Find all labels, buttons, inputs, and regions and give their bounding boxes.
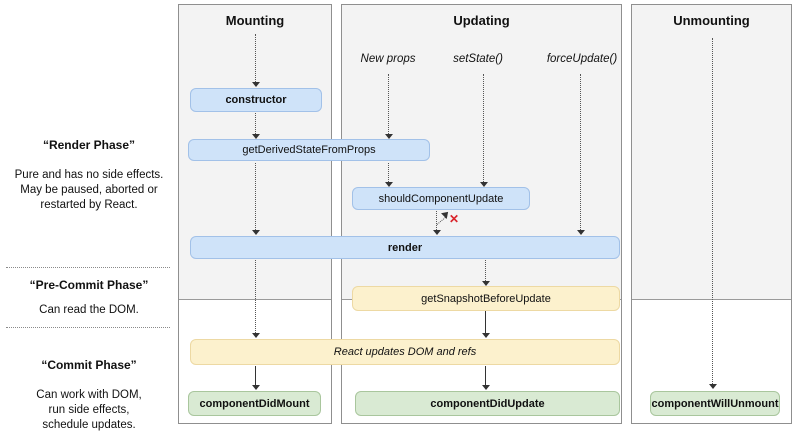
arrow-render-to-reactupdates-mounting — [251, 260, 260, 338]
component-did-mount-box[interactable]: componentDidMount — [188, 391, 321, 416]
render-phase-line-1: Pure and has no side effects. — [14, 169, 164, 181]
component-did-update-box[interactable]: componentDidUpdate — [355, 391, 620, 416]
arrow-reactupdates-to-cdu — [481, 366, 490, 390]
trigger-force-update: forceUpdate() — [546, 53, 618, 65]
trigger-new-props: New props — [360, 53, 416, 65]
render-box[interactable]: render — [190, 236, 620, 259]
arrow-unmounting-to-cwu — [708, 38, 717, 389]
constructor-box[interactable]: constructor — [190, 88, 322, 112]
arrow-mounting-to-constructor — [251, 34, 260, 87]
arrow-constructor-to-gdsfp — [251, 113, 260, 139]
arrow-setstate-to-scu — [479, 74, 488, 187]
arrow-gsbu-to-reactupdates — [481, 311, 490, 338]
get-snapshot-before-update-box[interactable]: getSnapshotBeforeUpdate — [352, 286, 620, 311]
column-header-updating: Updating — [453, 13, 510, 28]
should-component-update-box[interactable]: shouldComponentUpdate — [352, 187, 530, 210]
react-updates-dom-box: React updates DOM and refs — [190, 339, 620, 365]
column-header-mounting: Mounting — [225, 13, 285, 28]
pre-commit-phase-title: “Pre-Commit Phase” — [29, 278, 149, 292]
pre-commit-phase-description: Can read the DOM. — [39, 304, 139, 316]
commit-phase-description: Can work with DOM, run side effects, sch… — [0, 388, 178, 433]
trigger-set-state: setState() — [453, 53, 503, 65]
render-phase-description: Pure and has no side effects. May be pau… — [0, 168, 178, 213]
arrow-scu-to-render — [432, 211, 441, 235]
get-derived-state-from-props-box[interactable]: getDerivedStateFromProps — [188, 139, 430, 161]
arrow-reactupdates-to-cdm — [251, 366, 260, 390]
render-phase-title: “Render Phase” — [42, 138, 136, 152]
phase-divider — [6, 267, 170, 268]
unmounting-column: Unmounting — [631, 4, 792, 424]
render-phase-line-3: restarted by React. — [40, 199, 138, 211]
commit-phase-line-1: Can work with DOM, — [36, 389, 142, 401]
column-header-unmounting: Unmounting — [673, 13, 750, 28]
commit-phase-line-3: schedule updates. — [42, 419, 136, 431]
commit-phase-line-2: run side effects, — [48, 404, 130, 416]
arrow-gdsfp-to-scu — [384, 163, 393, 187]
arrow-render-to-gsbu — [481, 260, 490, 286]
arrow-gdsfp-to-render-mounting — [251, 163, 260, 235]
cancel-x-icon: ✕ — [449, 212, 460, 226]
render-phase-line-2: May be paused, aborted or — [20, 184, 158, 196]
arrow-newprops-to-gdsfp — [384, 74, 393, 139]
phase-divider — [6, 327, 170, 328]
arrow-forceupdate-to-render — [576, 74, 585, 235]
render-phase-background — [632, 5, 791, 300]
component-will-unmount-box[interactable]: componentWillUnmount — [650, 391, 780, 416]
commit-phase-title: “Commit Phase” — [41, 358, 137, 372]
